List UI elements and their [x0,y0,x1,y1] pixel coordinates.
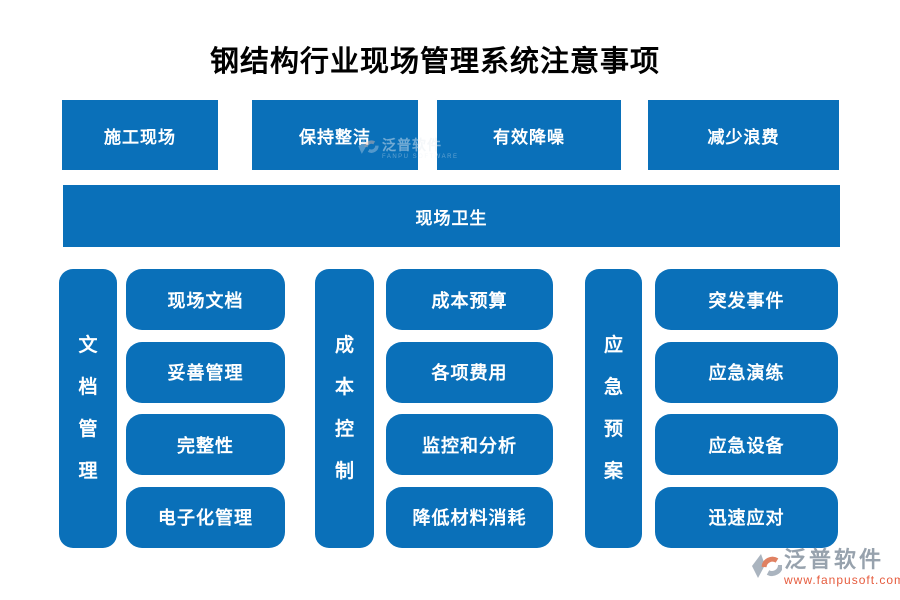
group-items-document-management: 现场文档 妥善管理 完整性 电子化管理 [126,269,285,548]
node-keep-tidy: 保持整洁 [252,100,418,170]
group-label: 成本控制 [334,334,354,482]
node-label: 电子化管理 [158,508,253,529]
fanpu-logo-icon [750,547,783,590]
node-label: 突发事件 [708,290,785,311]
node-label: 妥善管理 [167,363,244,384]
node-item: 应急设备 [655,414,838,476]
vendor-logo-text: 泛普软件 www.fanpusoft.com [784,547,900,587]
node-item: 完整性 [126,414,285,476]
group-bar-document-management: 文档管理 [59,269,117,548]
node-item: 各项费用 [386,341,553,403]
vendor-logo: 泛普软件 www.fanpusoft.com [750,547,900,590]
group-label: 文档管理 [78,334,98,482]
node-item: 妥善管理 [126,341,285,403]
node-label: 有效降噪 [493,127,565,147]
node-label: 成本预算 [431,290,508,311]
vendor-url: www.fanpusoft.com [784,573,900,587]
node-item: 现场文档 [126,269,285,330]
node-item: 监控和分析 [386,414,553,476]
group-bar-emergency-plan: 应急预案 [585,269,642,548]
group-label: 应急预案 [603,334,623,482]
diagram-title: 钢结构行业现场管理系统注意事项 [209,46,660,78]
group-items-emergency-plan: 突发事件 应急演练 应急设备 迅速应对 [655,269,838,548]
node-item: 迅速应对 [655,486,838,548]
node-construction-site: 施工现场 [62,100,218,170]
node-label: 迅速应对 [708,508,785,529]
node-label: 应急设备 [708,435,785,456]
node-label: 应急演练 [708,363,785,384]
group-items-cost-control: 成本预算 各项费用 监控和分析 降低材料消耗 [386,269,553,548]
node-item: 成本预算 [386,269,553,330]
node-label: 现场文档 [167,290,244,311]
node-site-hygiene-banner: 现场卫生 [63,185,840,247]
node-label: 完整性 [177,435,234,456]
node-label: 各项费用 [431,363,508,384]
node-label: 降低材料消耗 [412,508,527,529]
node-label: 现场卫生 [415,208,488,228]
node-item: 降低材料消耗 [386,486,553,548]
node-item: 应急演练 [655,341,838,403]
vendor-name: 泛普软件 [784,547,885,572]
node-noise-reduction: 有效降噪 [437,100,621,170]
group-bar-cost-control: 成本控制 [315,269,374,548]
node-label: 监控和分析 [422,435,517,456]
node-item: 电子化管理 [126,486,285,548]
node-item: 突发事件 [655,269,838,330]
node-label: 施工现场 [104,127,176,147]
node-label: 保持整洁 [299,127,371,147]
node-reduce-waste: 减少浪费 [648,100,839,170]
node-label: 减少浪费 [707,127,780,147]
